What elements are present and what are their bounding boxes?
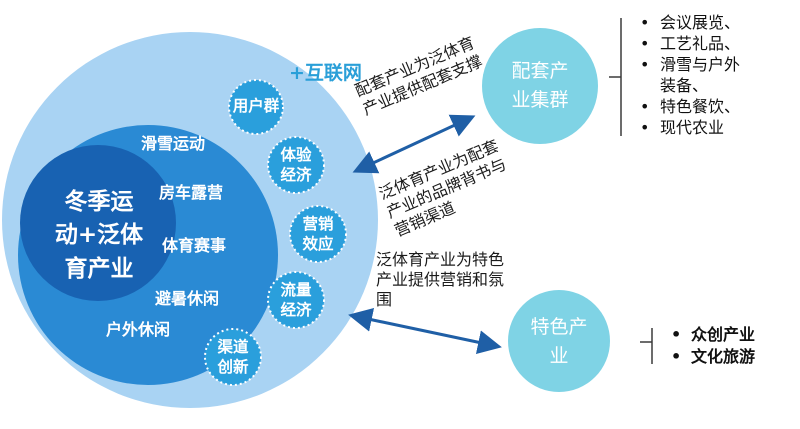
satellite-channel-innovation [204, 328, 262, 386]
cluster-supporting-circle [482, 28, 598, 144]
list-item: 特色餐饮、 [636, 96, 740, 117]
cluster-supporting-label: 配套产 业集群 [511, 60, 569, 112]
satellite-experience-economy [267, 136, 325, 194]
satellite-label-marketing: 营销 效应 [302, 215, 334, 254]
satellite-label-experience: 体验 经济 [280, 146, 312, 185]
list-item: 文化旅游 [667, 346, 755, 368]
arrow-upper [352, 114, 476, 174]
satellite-label-traffic: 流量 经济 [280, 281, 312, 320]
cluster-featured-label: 特色产 业 [530, 316, 588, 368]
core-label: 冬季运 动+泛体 育产业 [54, 189, 144, 282]
core-circle [20, 145, 176, 301]
list-item: 现代农业 [636, 117, 740, 138]
arrow-lower [348, 307, 502, 355]
cluster-featured-circle [508, 290, 610, 392]
satellite-label-channel: 渠道 创新 [217, 338, 249, 377]
cluster-supporting-list: 会议展览、 工艺礼品、 滑雪与户外 装备、 特色餐饮、 现代农业 [636, 12, 740, 138]
ring-item-events: 体育赛事 [162, 236, 227, 255]
satellite-marketing-effect [289, 205, 347, 263]
list-item: 众创产业 [667, 324, 755, 346]
satellite-label-user-group: 用户群 [232, 97, 280, 115]
ring-item-summer: 避暑休闲 [155, 289, 220, 308]
list-item: 滑雪与户外 [636, 54, 740, 75]
ring-item-camping: 房车露营 [159, 183, 224, 202]
ring-item-outdoor: 户外休闲 [106, 320, 171, 339]
list-item: 装备、 [660, 76, 709, 95]
list-item: 会议展览、 [636, 12, 740, 33]
list-item: 工艺礼品、 [636, 33, 740, 54]
satellite-traffic-economy [267, 271, 325, 329]
satellite-user-group [228, 79, 284, 135]
cluster-featured-list: 众创产业 文化旅游 [667, 324, 755, 368]
ring-item-ski: 滑雪运动 [141, 134, 206, 153]
internet-label: +互联网 [289, 62, 362, 84]
arrow-lower-text: 泛体育产业为特色 产业提供营销和氛 围 [376, 250, 505, 309]
